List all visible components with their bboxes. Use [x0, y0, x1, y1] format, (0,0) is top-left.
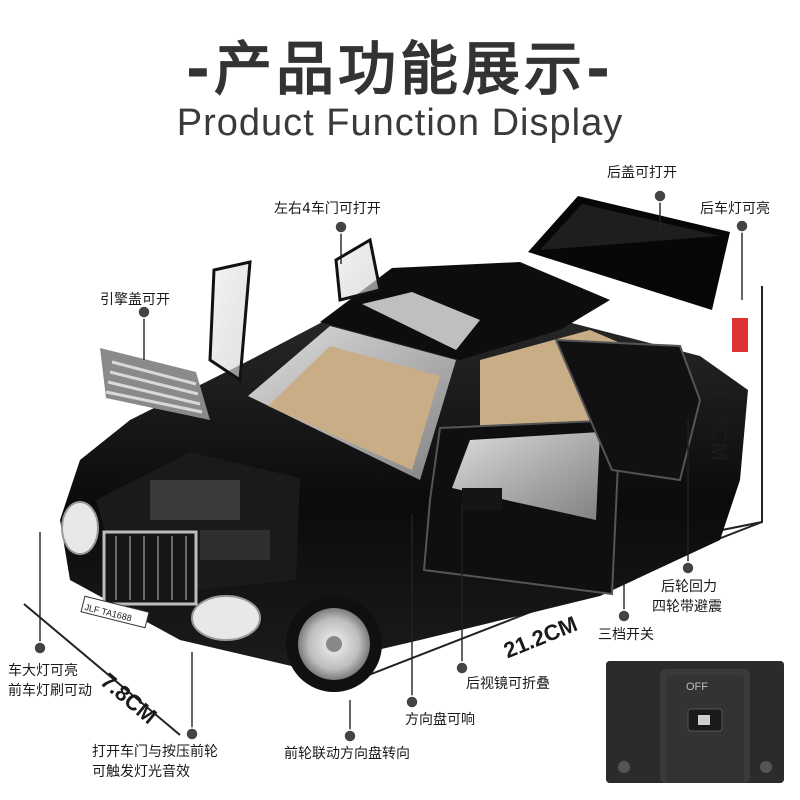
- label-switch: 三档开关: [598, 627, 654, 643]
- grille: [102, 530, 198, 606]
- page-subtitle: Product Function Display: [176, 102, 624, 144]
- front-left-door: [208, 260, 252, 383]
- width-dimension-line: [23, 603, 181, 736]
- license-plate: [80, 595, 150, 629]
- label-steering-sound: 方向盘可响: [405, 712, 475, 728]
- rear-left-door: [334, 237, 382, 302]
- pointer-dots: [33, 189, 749, 743]
- switch-inset-photo: OFF: [606, 661, 784, 783]
- rear-right-door: [554, 338, 702, 482]
- right-headlight: [191, 595, 261, 641]
- label-hood: 引擎盖可开: [100, 292, 170, 308]
- sunroof: [362, 292, 480, 350]
- label-trunk: 后盖可打开: [607, 165, 677, 181]
- side-mirror: [462, 488, 502, 510]
- label-doors: 左右4车门可打开: [274, 201, 381, 217]
- label-head-light-2: 前车灯刷可动: [8, 683, 92, 699]
- label-head-light-1: 车大灯可亮: [8, 663, 78, 679]
- label-mirror: 后视镜可折叠: [466, 676, 550, 692]
- switch-off-label: OFF: [686, 681, 708, 693]
- left-headlight: [61, 501, 99, 555]
- roof: [320, 262, 610, 360]
- switch-knob: [698, 715, 710, 725]
- tail-light: [732, 318, 748, 352]
- switch-inset-graphic: [606, 661, 784, 783]
- interior-seats: [268, 346, 440, 470]
- label-trigger-2: 可触发灯光音效: [92, 764, 190, 780]
- pointer-lines: [39, 196, 743, 736]
- label-pullback-2: 四轮带避震: [652, 599, 722, 615]
- label-trigger-1: 打开车门与按压前轮: [92, 744, 218, 760]
- label-front-wheel: 前轮联动方向盘转向: [284, 746, 410, 762]
- car-body: [60, 196, 748, 692]
- label-rear-light: 后车灯可亮: [700, 201, 770, 217]
- dimension-height: 6.5CM: [707, 396, 732, 461]
- label-pullback-1: 后轮回力: [661, 579, 717, 595]
- page-title: -产品功能展示-: [185, 35, 615, 103]
